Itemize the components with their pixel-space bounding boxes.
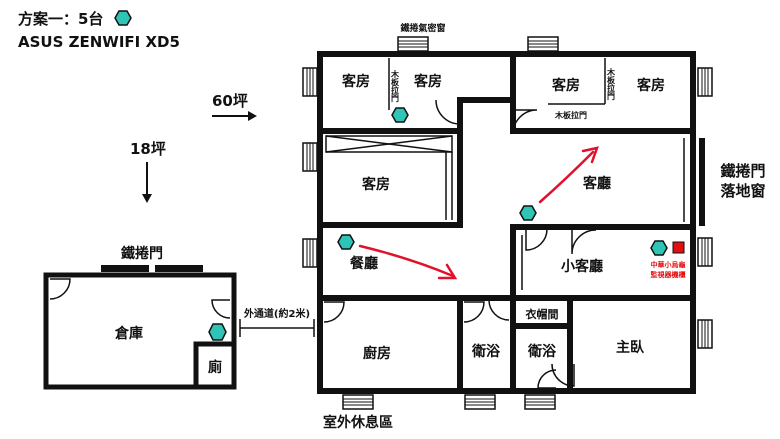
- wifi-node-icon: [208, 323, 227, 341]
- door-swing: [49, 278, 231, 319]
- outdoor-area-label: 室外休息區: [323, 414, 393, 431]
- wood-door-label: 木板拉門: [554, 110, 587, 120]
- storage-building: [43, 272, 237, 390]
- product-name: ASUS ZENWIFI XD5: [18, 33, 180, 51]
- equipment-icon: [672, 241, 685, 254]
- walkway-dimension: [239, 319, 315, 337]
- storage-iron-door: [101, 265, 203, 272]
- room-guest-2: 客房: [413, 73, 442, 90]
- room-storage: 倉庫: [114, 325, 143, 342]
- iron-door-label: 鐵捲門: [720, 162, 765, 180]
- wifi-node-icon: [391, 107, 409, 123]
- room-bath-2: 衛浴: [527, 343, 557, 360]
- room-dining: 餐廳: [349, 255, 378, 272]
- wood-door-label: 木板拉門: [390, 69, 400, 103]
- wood-door-label: 木板拉門: [606, 67, 616, 101]
- room-closet: 衣帽間: [526, 307, 559, 321]
- room-guest-3: 客房: [361, 176, 390, 193]
- right-iron-door: [699, 138, 705, 226]
- equipment-label: 監視器機櫃: [651, 270, 686, 279]
- room-guest-1: 客房: [341, 73, 370, 90]
- window-lines: [306, 40, 709, 406]
- area-18-label: 18坪: [130, 140, 166, 158]
- room-small-living: 小客廳: [561, 258, 603, 275]
- door-swing: [323, 99, 597, 389]
- room-bath-1: 衛浴: [471, 343, 501, 360]
- wifi-node-icon: [114, 10, 132, 26]
- room-guest-4: 客房: [551, 77, 580, 94]
- arrow-down-icon: [142, 162, 152, 203]
- room-kitchen: 廚房: [363, 345, 391, 362]
- arrow-right-icon: [212, 111, 257, 121]
- room-living: 客廳: [582, 175, 611, 192]
- signal-arrow-icon: [358, 146, 599, 280]
- area-60-label: 60坪: [212, 92, 248, 110]
- room-master: 主臥: [616, 339, 645, 356]
- iron-window-label: 鐵捲氣密窗: [400, 22, 445, 34]
- wifi-node-icon: [337, 234, 355, 250]
- french-window-label: 落地窗: [720, 182, 765, 200]
- equipment-label: 中華小烏龜: [651, 260, 686, 269]
- room-toilet: 廁: [208, 359, 222, 376]
- storage-iron-door-label: 鐵捲門: [121, 245, 163, 262]
- interior-partitions: [325, 58, 685, 290]
- plan-label: 方案一：5台: [18, 10, 103, 28]
- room-guest-5: 客房: [636, 77, 665, 94]
- wifi-node-icon: [650, 240, 668, 256]
- walkway-label: 外通道(約2米): [243, 307, 310, 320]
- wifi-node-icon: [519, 205, 537, 221]
